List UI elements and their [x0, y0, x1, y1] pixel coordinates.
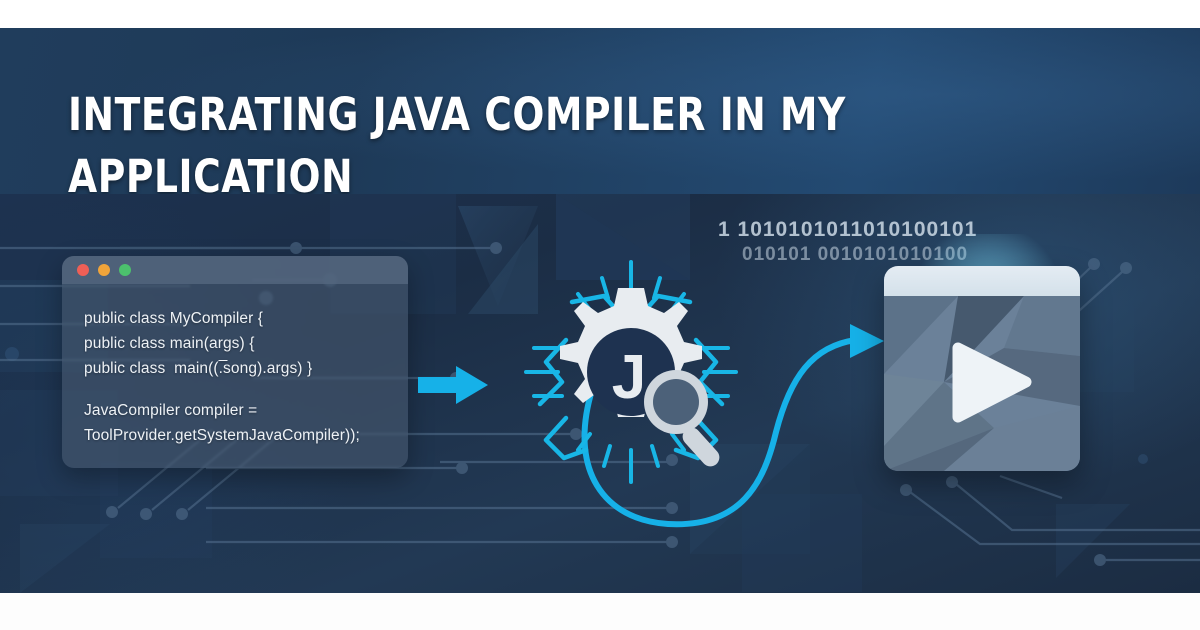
- code-editor-window[interactable]: public class MyCompiler { public class m…: [62, 256, 408, 468]
- magnifier-icon: [644, 370, 720, 467]
- maximize-dot-icon[interactable]: [119, 264, 131, 276]
- bottom-white-band: [0, 593, 1200, 630]
- java-compiler-gear-badge[interactable]: J: [516, 252, 746, 492]
- page-title: Integrating Java Compiler in My Applicat…: [68, 88, 846, 194]
- code-line: public class main(args) {: [84, 335, 255, 352]
- code-line: public class main((.̅song).args) }: [84, 360, 313, 377]
- play-triangle-icon[interactable]: [884, 296, 1080, 471]
- code-window-titlebar: [62, 256, 408, 284]
- code-line: JavaCompiler compiler =: [84, 402, 258, 419]
- output-window-screen: [884, 296, 1080, 471]
- java-letter-j: J: [612, 343, 646, 412]
- flow-arrow-right-icon: [418, 366, 488, 404]
- flow-curve-arrow-icon: [581, 324, 884, 528]
- code-line: public class MyCompiler {: [84, 310, 264, 327]
- gear-magnifier-icon: J: [524, 260, 738, 484]
- code-content: public class MyCompiler { public class m…: [62, 284, 408, 448]
- application-output-window[interactable]: [884, 266, 1080, 471]
- code-line: ToolProvider.getSystemJavaCompiler));: [84, 427, 360, 444]
- top-white-band: [0, 0, 1200, 28]
- illustration-scene: 1 1010101011010100101 010101 00101010101…: [0, 194, 1200, 593]
- minimize-dot-icon[interactable]: [98, 264, 110, 276]
- close-dot-icon[interactable]: [77, 264, 89, 276]
- header-banner: Integrating Java Compiler in My Applicat…: [0, 28, 1200, 194]
- output-window-titlebar: [884, 266, 1080, 296]
